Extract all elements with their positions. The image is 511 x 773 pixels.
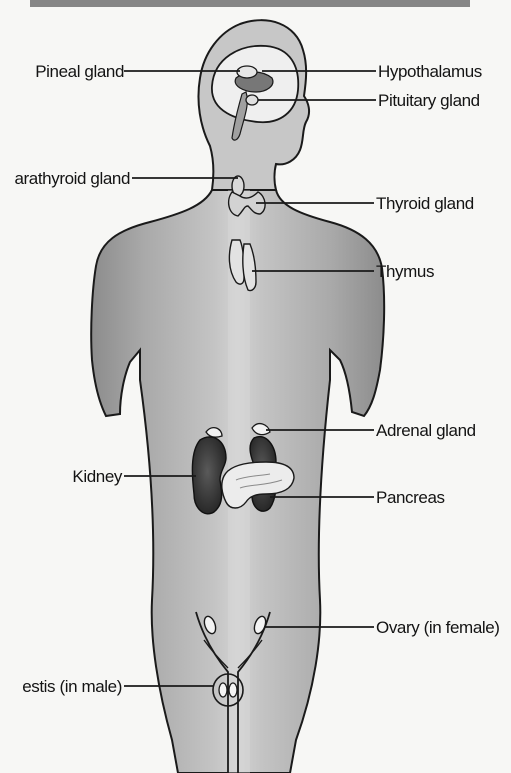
pituitary-gland-shape <box>246 95 258 105</box>
label-parathyroid-gland: arathyroid gland <box>14 169 130 188</box>
label-adrenal-gland: Adrenal gland <box>376 421 476 440</box>
label-thymus: Thymus <box>376 262 434 281</box>
left-kidney-shape <box>192 437 226 514</box>
pineal-gland-shape <box>237 66 257 78</box>
label-ovary: Ovary (in female) <box>376 618 500 637</box>
label-pancreas: Pancreas <box>376 488 445 507</box>
label-pituitary-gland: Pituitary gland <box>378 91 480 110</box>
label-testis: estis (in male) <box>22 677 122 696</box>
label-thyroid-gland: Thyroid gland <box>376 194 474 213</box>
cropped-heading-fragment <box>30 0 470 7</box>
label-hypothalamus: Hypothalamus <box>378 62 482 81</box>
label-kidney: Kidney <box>72 467 122 486</box>
label-pineal-gland: Pineal gland <box>35 62 124 81</box>
